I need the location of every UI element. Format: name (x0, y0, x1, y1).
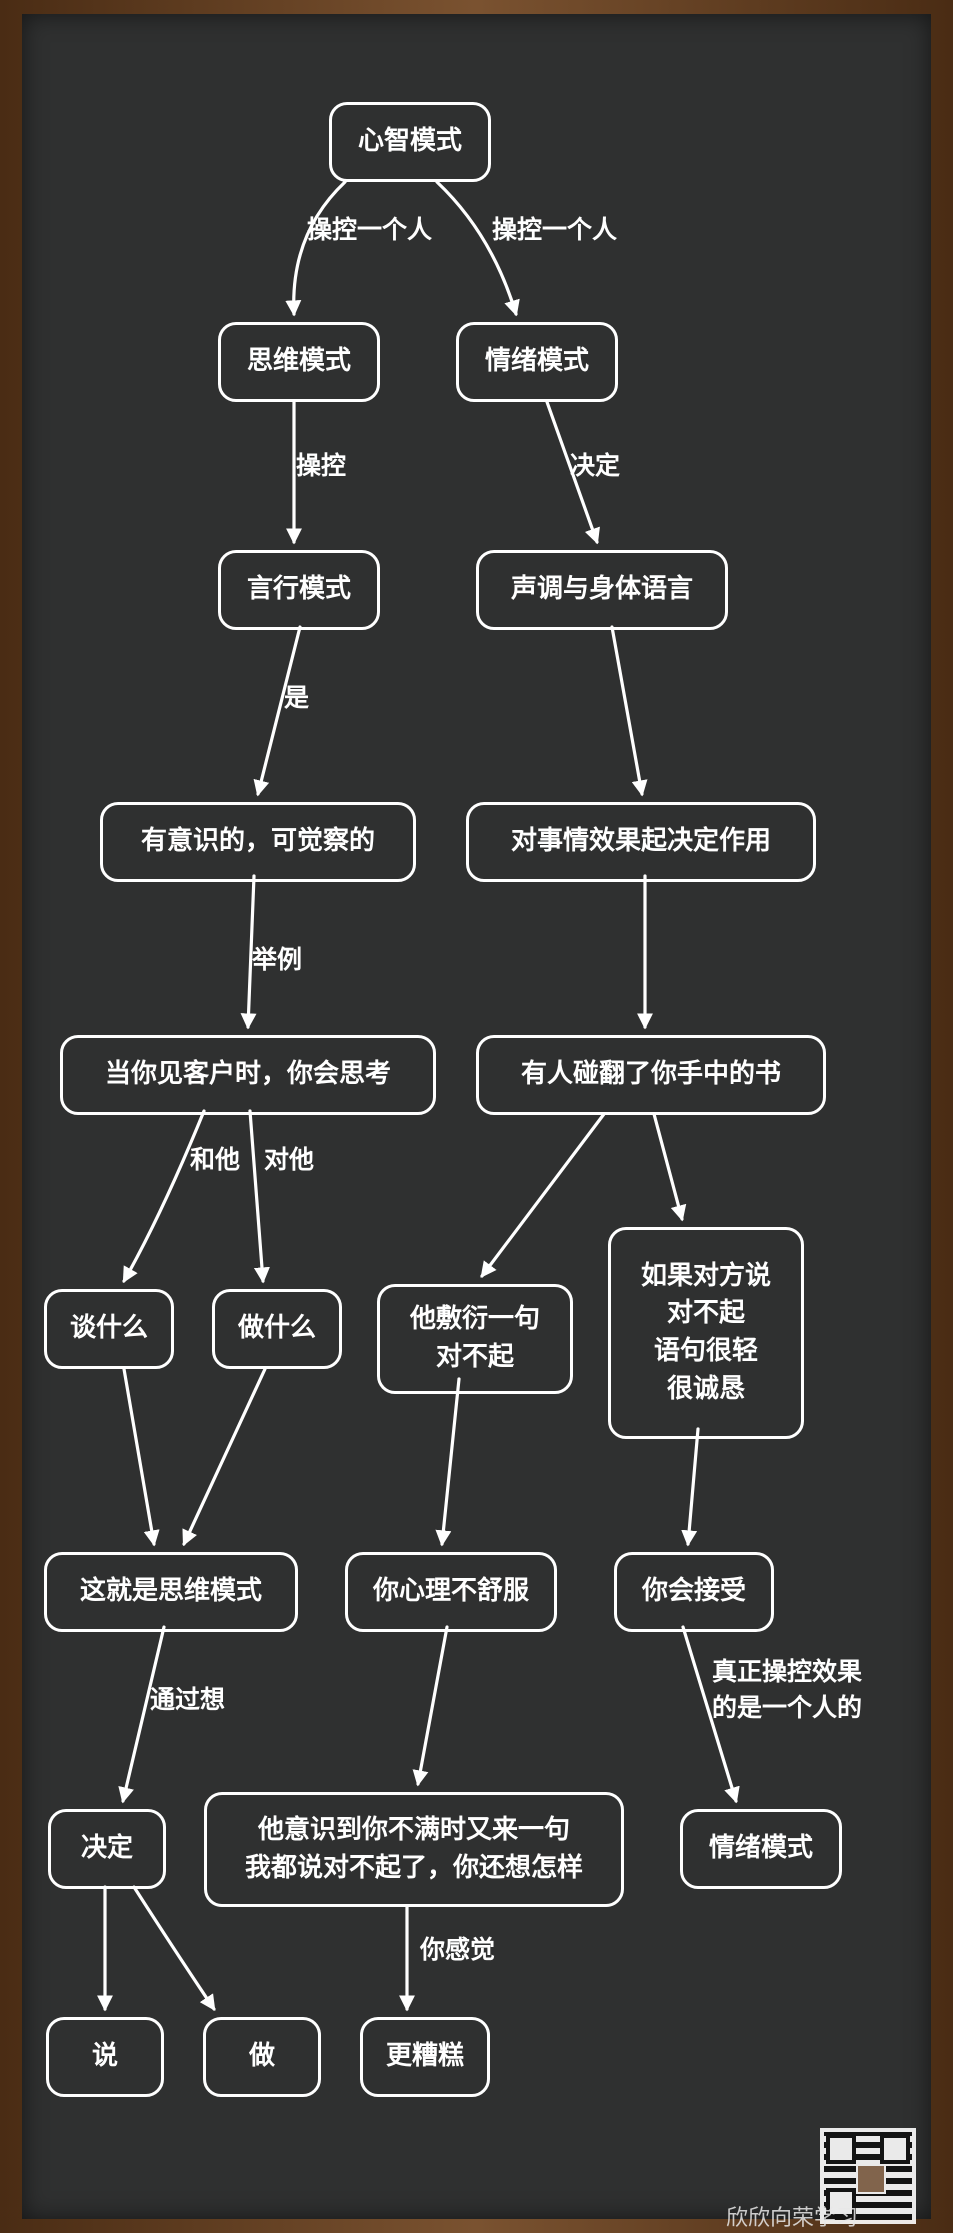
node-meet-client: 当你见客户时，你会思考 (60, 1035, 436, 1115)
qr-code (820, 2128, 916, 2224)
edge-this-to-decide (118, 1625, 166, 1804)
edge-do-to-this (182, 1367, 267, 1547)
edge-uncomfortable-to-notices (412, 1625, 449, 1787)
label-truly-controls: 真正操控效果 的是一个人的 (712, 1657, 863, 1723)
label-through-thinking: 通过想 (150, 1685, 226, 1714)
edge-conscious-to-meet (240, 874, 257, 1030)
edge-voice-to-decisive (610, 625, 648, 797)
node-worse: 更糟糕 (360, 2017, 490, 2097)
label-control-one-person-right: 操控一个人 (492, 215, 618, 244)
node-sincere-sorry: 如果对方说 对不起 语句很轻 很诚恳 (608, 1227, 804, 1439)
node-decisive-effect: 对事情效果起决定作用 (466, 802, 816, 882)
node-you-accept: 你会接受 (614, 1552, 774, 1632)
node-book-knocked: 有人碰翻了你手中的书 (476, 1035, 826, 1115)
label-control-one-person-left: 操控一个人 (307, 215, 433, 244)
node-conscious-perceivable: 有意识的，可觉察的 (100, 802, 416, 882)
label-with-him-talk: 和他 (190, 1145, 241, 1174)
node-do: 做 (203, 2017, 321, 2097)
node-perfunctory-sorry: 他敷衍一句 对不起 (377, 1284, 573, 1394)
node-talk-what: 谈什么 (44, 1289, 174, 1369)
node-mental-model: 心智模式 (329, 102, 491, 182)
node-say: 说 (46, 2017, 164, 2097)
edge-sincere-to-accept (681, 1427, 700, 1547)
node-speech-action-model: 言行模式 (218, 550, 380, 630)
edge-book-to-perfunctory (480, 1112, 606, 1278)
edge-accept-to-emotion-end (681, 1625, 740, 1804)
label-determine: 决定 (570, 451, 621, 480)
node-do-what: 做什么 (212, 1289, 342, 1369)
label-control: 操控 (296, 451, 347, 480)
node-voice-body-language: 声调与身体语言 (476, 550, 728, 630)
node-emotion-model: 情绪模式 (456, 322, 618, 402)
edge-meet-to-do (248, 1109, 270, 1284)
edge-mental-to-emotion (435, 180, 520, 317)
node-uncomfortable: 你心理不舒服 (345, 1552, 557, 1632)
chalkboard: 心智模式 思维模式 情绪模式 言行模式 声调与身体语言 有意识的，可觉察的 对事… (22, 14, 931, 2219)
edge-talk-to-this (122, 1367, 160, 1547)
edge-book-to-sincere (652, 1112, 687, 1222)
edge-mental-to-thinking (285, 180, 347, 317)
node-he-notices: 他意识到你不满时又来一句 我都说对不起了，你还想怎样 (204, 1792, 624, 1907)
edge-decide-to-do (132, 1885, 216, 2011)
watermark-text: 欣欣向荣学习 (726, 2206, 859, 2231)
node-this-is-thinking: 这就是思维模式 (44, 1552, 298, 1632)
edge-meet-to-talk (122, 1109, 206, 1284)
node-decide: 决定 (48, 1809, 166, 1889)
label-with-him-do: 对他 (264, 1145, 315, 1174)
node-emotion-model-end: 情绪模式 (680, 1809, 842, 1889)
label-for-example: 举例 (252, 945, 303, 974)
edge-perfunctory-to-uncomfortable (435, 1377, 461, 1547)
label-you-feel: 你感觉 (420, 1935, 496, 1964)
node-thinking-model: 思维模式 (218, 322, 380, 402)
label-is: 是 (284, 683, 310, 712)
edge-speech-to-conscious (253, 625, 302, 797)
edge-emotion-to-voice (545, 400, 600, 545)
connector-layer (97, 180, 740, 2012)
